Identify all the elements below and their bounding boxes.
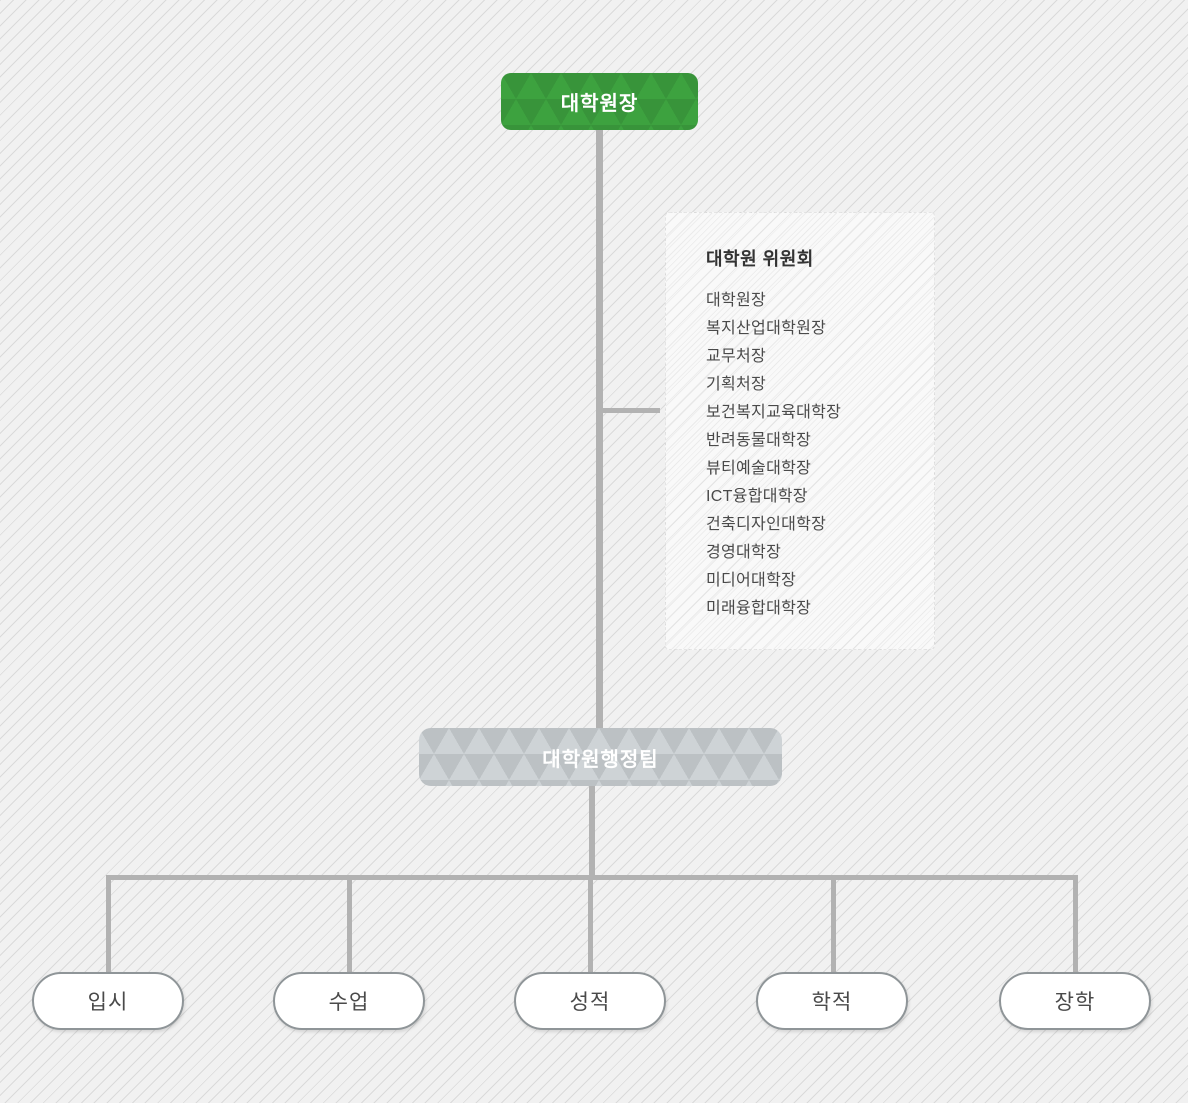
committee-member-list: 대학원장 복지산업대학원장 교무처장 기획처장 보건복지교육대학장 반려동물대학… bbox=[706, 287, 934, 623]
connector-dean-to-admin-vertical bbox=[596, 130, 603, 728]
leaf-node-admissions: 입시 bbox=[32, 972, 184, 1030]
node-graduate-school-dean: 대학원장 bbox=[501, 73, 698, 130]
committee-member: 건축디자인대학장 bbox=[706, 516, 827, 533]
committee-member: 복지산업대학원장 bbox=[706, 320, 827, 337]
node-graduate-school-dean-label: 대학원장 bbox=[560, 93, 639, 115]
committee-member: 기획처장 bbox=[706, 376, 767, 393]
leaf-node-records-label: 학적 bbox=[811, 991, 853, 1014]
connector-drop-records bbox=[831, 875, 836, 974]
connector-drop-courses bbox=[347, 875, 352, 974]
leaf-node-scholarship: 장학 bbox=[999, 972, 1151, 1030]
leaf-node-grades: 성적 bbox=[514, 972, 666, 1030]
leaf-node-courses: 수업 bbox=[273, 972, 425, 1030]
connector-drop-grades bbox=[588, 875, 593, 974]
connector-drop-admissions bbox=[106, 875, 111, 974]
leaf-node-scholarship-label: 장학 bbox=[1054, 991, 1096, 1014]
committee-member: 보건복지교육대학장 bbox=[706, 404, 842, 421]
committee-member: 미디어대학장 bbox=[706, 572, 797, 589]
leaf-node-grades-label: 성적 bbox=[569, 991, 611, 1014]
committee-member: 교무처장 bbox=[706, 348, 767, 365]
committee-member: 뷰티예술대학장 bbox=[706, 460, 812, 477]
committee-member: 대학원장 bbox=[706, 292, 767, 309]
leaf-node-courses-label: 수업 bbox=[328, 991, 370, 1014]
connector-committee-branch bbox=[599, 408, 660, 413]
committee-member: 미래융합대학장 bbox=[706, 600, 812, 617]
leaf-node-records: 학적 bbox=[756, 972, 908, 1030]
committee-panel-title: 대학원 위원회 bbox=[706, 249, 814, 269]
connector-drop-scholarship bbox=[1073, 875, 1078, 974]
committee-member: 경영대학장 bbox=[706, 544, 782, 561]
node-graduate-admin-team-label: 대학원행정팀 bbox=[542, 748, 659, 771]
leaf-node-admissions-label: 입시 bbox=[87, 991, 129, 1014]
node-graduate-admin-team: 대학원행정팀 bbox=[419, 728, 782, 786]
connector-admin-to-spine-vertical bbox=[589, 786, 595, 877]
committee-member: 반려동물대학장 bbox=[706, 432, 812, 449]
committee-member: ICT융합대학장 bbox=[706, 488, 808, 505]
committee-panel: 대학원 위원회 대학원장 복지산업대학원장 교무처장 기획처장 보건복지교육대학… bbox=[665, 212, 935, 650]
